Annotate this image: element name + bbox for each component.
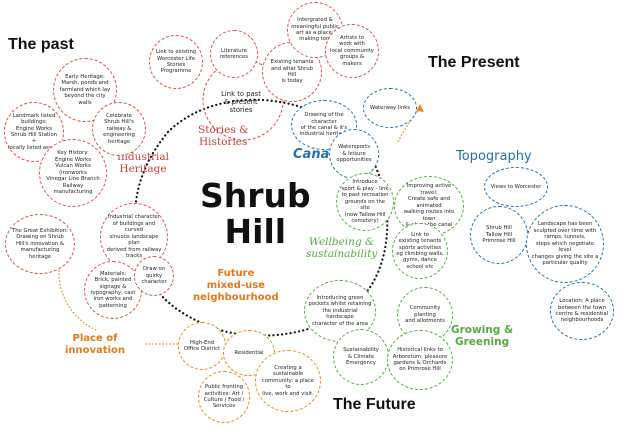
node-link-existing: Link to existing Worcester Life Stories …: [149, 35, 203, 89]
node-active-travel: Improving active travel: Create safe and…: [394, 176, 464, 236]
heading-future: The Future: [333, 396, 416, 413]
waterway-arrow: [397, 107, 421, 143]
node-watersports: Watersports & leisure opportunities: [329, 129, 379, 179]
node-historical-links: Historical links to Arboretum, pleasure …: [387, 330, 453, 390]
node-literature: Literature references: [210, 30, 258, 78]
node-link-tenants: Link to existing tenants sports activiti…: [392, 223, 448, 279]
waterway-arrow-head: [416, 104, 424, 112]
node-sustainable-community: Creating a sustainable community: a plac…: [255, 350, 321, 412]
theme-topography: Topography: [456, 149, 532, 164]
node-introduce-sport: Introduce sport & play - link to past re…: [336, 173, 394, 231]
node-location: Location: A place between the town centr…: [550, 282, 614, 340]
node-sustainability: Sustainability & Climate Emergency: [333, 329, 389, 385]
theme-wellbeing: Wellbeing & sustainability: [306, 236, 378, 261]
theme-growing: Growing & Greening: [451, 324, 514, 349]
diagram-title: Shrub Hill: [200, 176, 311, 251]
node-landmark: Landmark listed buildings: Engine Works …: [4, 102, 64, 162]
theme-canal: Canal: [293, 147, 334, 162]
theme-stories: Stories & Histories: [198, 124, 249, 149]
node-shrub-hill-tallow: Shrub Hill Tallow Hill Primrose Hill: [470, 206, 528, 264]
heading-past: The past: [8, 36, 74, 53]
center-link-circle: Link to past & present stories: [221, 89, 261, 115]
theme-industrial: Industrial Heritage: [117, 151, 169, 176]
node-key-history: Key History: Engine Works Vulcan Works (…: [39, 139, 107, 207]
node-public-fronting: Public fronting activities: Art / Cultur…: [198, 371, 250, 423]
node-celebrate: Celebrate Shrub Hill's railway & enginee…: [92, 102, 146, 156]
heading-present: The Present: [428, 54, 520, 71]
node-quirky: Draw on quirky character: [134, 256, 174, 296]
node-waterway: Waterway links: [363, 88, 417, 128]
node-great-exhibition: The Great Exhibition: Drawing on Shrub H…: [5, 214, 75, 274]
theme-future-mixed: Future mixed-use neighbourhood: [193, 268, 279, 303]
node-high-end: High-End Office District: [178, 322, 226, 370]
node-landscape-sculpted: Landscape has been sculpted over time wi…: [526, 205, 604, 283]
innovation-arrow: [58, 262, 97, 331]
node-artists: Artists to work with local community gro…: [325, 24, 379, 78]
theme-place-innovation: Place of innovation: [65, 333, 125, 356]
node-views-worcester: Views to Worcester: [484, 167, 548, 207]
node-materials: Materials: Brick, painted signage & typo…: [84, 261, 142, 319]
node-integrated-art: Intergrated & meaningful public art as a…: [287, 2, 343, 58]
